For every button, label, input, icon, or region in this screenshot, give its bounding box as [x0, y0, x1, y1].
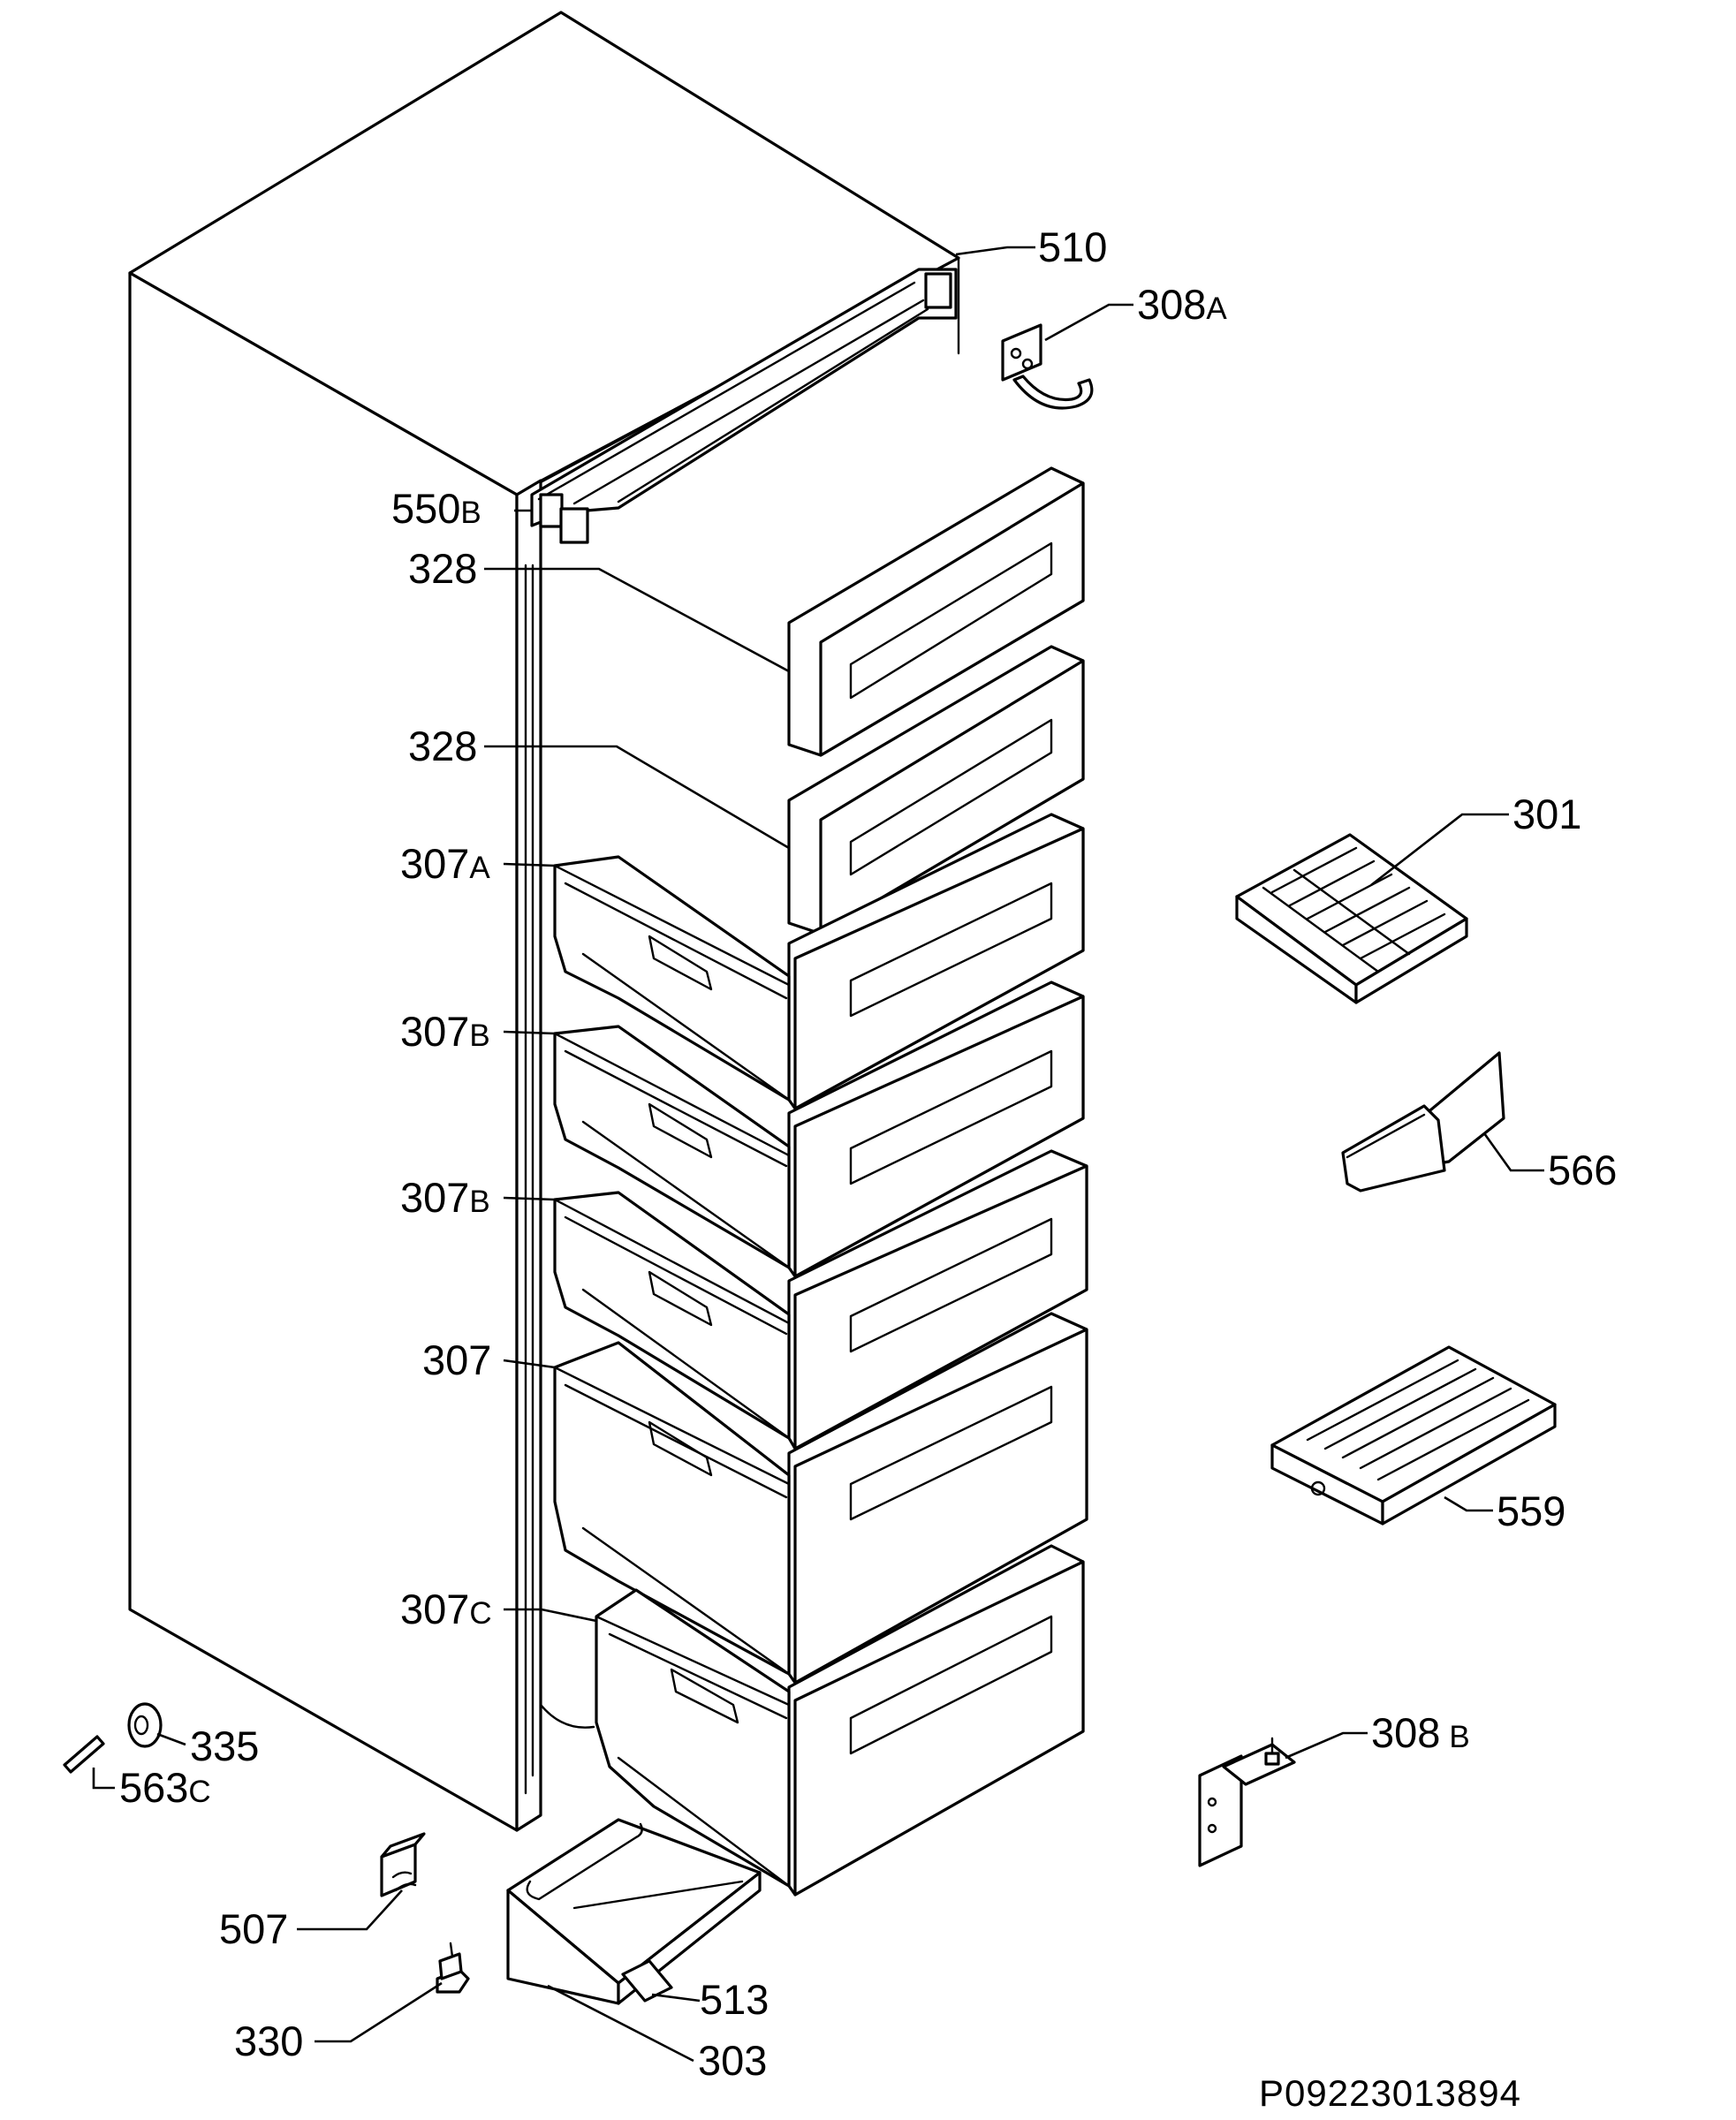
label-510: 510 [1038, 223, 1107, 270]
label-563c: 563C [119, 1764, 211, 1811]
freezer-cabinet [128, 11, 960, 1832]
cold-accumulator-559 [1270, 1345, 1557, 1526]
leader-lines [92, 246, 1544, 2063]
label-307b-2: 307B [400, 1174, 490, 1221]
foot-330 [436, 1942, 470, 1994]
label-559: 559 [1497, 1488, 1565, 1534]
drawer-fronts [787, 466, 1088, 1897]
label-330: 330 [234, 2018, 303, 2064]
callout-labels: 510 308A 550B 328 328 307A 307B 307B 307… [119, 223, 1617, 2084]
label-550b: 550B [391, 485, 481, 532]
label-301: 301 [1512, 791, 1581, 837]
drawer-baskets [553, 855, 791, 1888]
label-328-top: 328 [408, 545, 477, 592]
hinge-308a [1001, 323, 1094, 410]
grille-513 [621, 1959, 673, 2003]
wheel-335 [127, 1702, 163, 1748]
scraper-566 [1341, 1051, 1505, 1192]
label-566: 566 [1548, 1147, 1617, 1193]
label-307: 307 [422, 1336, 491, 1383]
hinge-cover-510 [530, 268, 958, 544]
label-308a: 308A [1137, 281, 1227, 328]
drawing-code: P09223013894 [1259, 2072, 1521, 2114]
label-513: 513 [700, 1976, 769, 2023]
label-335: 335 [190, 1722, 259, 1769]
label-303: 303 [698, 2037, 767, 2084]
clip-507 [380, 1832, 426, 1897]
hinge-308b [1198, 1737, 1296, 1867]
ice-tray-301 [1235, 833, 1468, 1004]
label-507: 507 [219, 1905, 288, 1952]
label-307c: 307C [400, 1586, 492, 1632]
label-307b-1: 307B [400, 1008, 490, 1055]
label-328-mid: 328 [408, 723, 477, 769]
axle-563c [63, 1735, 105, 1774]
label-307a: 307A [400, 840, 490, 887]
